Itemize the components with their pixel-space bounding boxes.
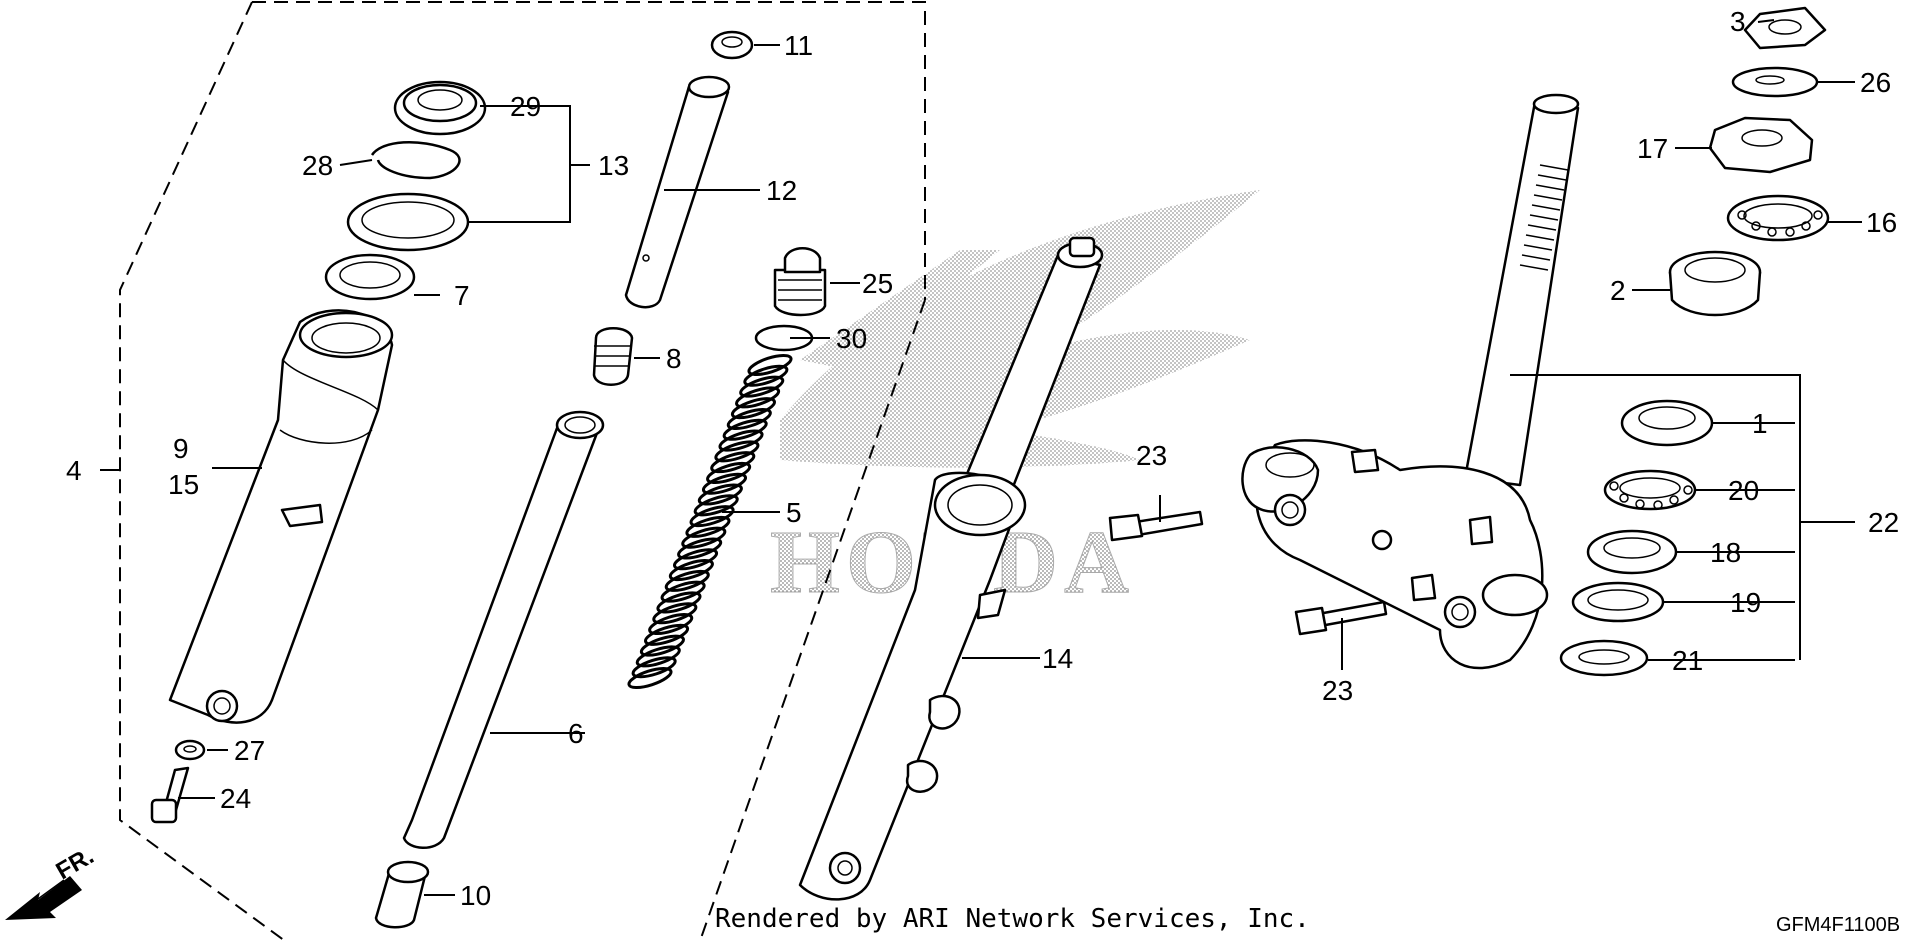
spring-seat (592, 327, 634, 386)
spring-coil (681, 526, 727, 549)
piston-cap (710, 30, 754, 60)
lock-washer (1731, 66, 1819, 98)
outer-tube (168, 309, 394, 724)
oil-seal (346, 192, 470, 252)
steering-stem (1241, 93, 1580, 670)
steering-ball-ring (1603, 469, 1697, 511)
callout-21: 21 (1672, 645, 1703, 676)
spring-coil (710, 451, 756, 474)
fork-pipe (402, 410, 605, 849)
callout-5: 5 (786, 497, 802, 528)
assembly-outline (119, 1, 926, 941)
callout-23-lower: 23 (1322, 675, 1353, 706)
top-cone-race (1668, 250, 1762, 317)
front-direction-label: FR. (52, 842, 99, 885)
callout-25: 25 (862, 268, 893, 299)
callout-labels: 3 26 17 16 2 1 20 18 19 21 22 23 23 14 3… (66, 6, 1899, 911)
callout-29: 29 (510, 91, 541, 122)
slide-bushing (374, 860, 430, 929)
callout-6: 6 (568, 718, 584, 749)
spring-coil (639, 634, 685, 657)
callout-18: 18 (1710, 537, 1741, 568)
spring-coil (706, 461, 752, 484)
dust-seal (393, 80, 487, 136)
spring-coil (697, 483, 743, 506)
spring-coil (747, 353, 793, 377)
callout-9: 9 (173, 433, 189, 464)
callout-10: 10 (460, 880, 491, 911)
spring-coil (714, 440, 760, 463)
callout-12: 12 (766, 175, 797, 206)
callout-4: 4 (66, 455, 82, 486)
front-fork-assembly (798, 236, 1104, 901)
damper-rod (624, 75, 731, 309)
callout-2: 2 (1610, 275, 1626, 306)
leader-lines (100, 19, 1862, 896)
callout-30: 30 (836, 323, 867, 354)
callout-20: 20 (1728, 475, 1759, 506)
callout-14: 14 (1042, 643, 1073, 674)
spring-coil (668, 559, 714, 582)
washer (174, 739, 206, 761)
callout-26: 26 (1860, 67, 1891, 98)
callout-3: 3 (1730, 6, 1746, 37)
bolt-upper (1108, 510, 1204, 542)
callout-23-upper: 23 (1136, 440, 1167, 471)
spring-coil (644, 623, 690, 646)
callout-8: 8 (666, 343, 682, 374)
spring-coil (627, 666, 673, 690)
top-ball-race (1620, 399, 1714, 447)
spring-coil (726, 407, 772, 430)
spring-coil (693, 494, 739, 517)
spring-coil (718, 429, 764, 452)
callout-16: 16 (1866, 207, 1897, 238)
callout-13: 13 (598, 150, 629, 181)
spring-coil (743, 364, 789, 387)
bolt-lower (1294, 600, 1388, 636)
spring-coil (701, 472, 748, 495)
spring-coil (730, 397, 776, 420)
spring-coil (664, 569, 710, 592)
spring-coil (685, 515, 731, 538)
callout-1: 1 (1752, 408, 1768, 439)
upper-bearing (1726, 194, 1830, 242)
spring-coil (689, 505, 735, 528)
callout-7: 7 (454, 280, 470, 311)
callout-11: 11 (784, 30, 813, 61)
spring-coil (739, 375, 785, 398)
spring-coil (656, 591, 702, 614)
spring-coil (677, 537, 723, 560)
top-nut (1743, 6, 1827, 50)
socket-bolt (150, 766, 190, 824)
stopper-ring (370, 141, 461, 180)
fork-bolt (773, 247, 827, 317)
callout-15: 15 (168, 469, 199, 500)
backup-ring (324, 253, 416, 301)
honda-wing-watermark (780, 190, 1260, 468)
adjusting-nut (1708, 116, 1814, 174)
spring-coil (635, 645, 681, 668)
callout-28: 28 (302, 150, 333, 181)
callout-24: 24 (220, 783, 251, 814)
callout-27: 27 (234, 735, 265, 766)
callout-17: 17 (1637, 133, 1668, 164)
spring-coil (631, 656, 677, 679)
spring-coil (660, 580, 706, 603)
callout-22: 22 (1868, 507, 1899, 538)
spring-coil (722, 418, 768, 441)
fork-spring (627, 353, 793, 690)
spring-coil (648, 613, 694, 636)
drawing-code: GFM4F1100B (1776, 914, 1900, 936)
callout-19: 19 (1730, 587, 1761, 618)
spring-coil (672, 548, 719, 571)
dust-seal-lower (1559, 639, 1649, 677)
spring-coil (652, 602, 698, 625)
rendered-by-credit: Rendered by ARI Network Services, Inc. (715, 904, 1310, 934)
spring-coil (735, 386, 781, 409)
bottom-cone-race (1571, 581, 1665, 623)
bottom-ball-race (1586, 529, 1678, 575)
front-direction-arrow (5, 876, 82, 920)
